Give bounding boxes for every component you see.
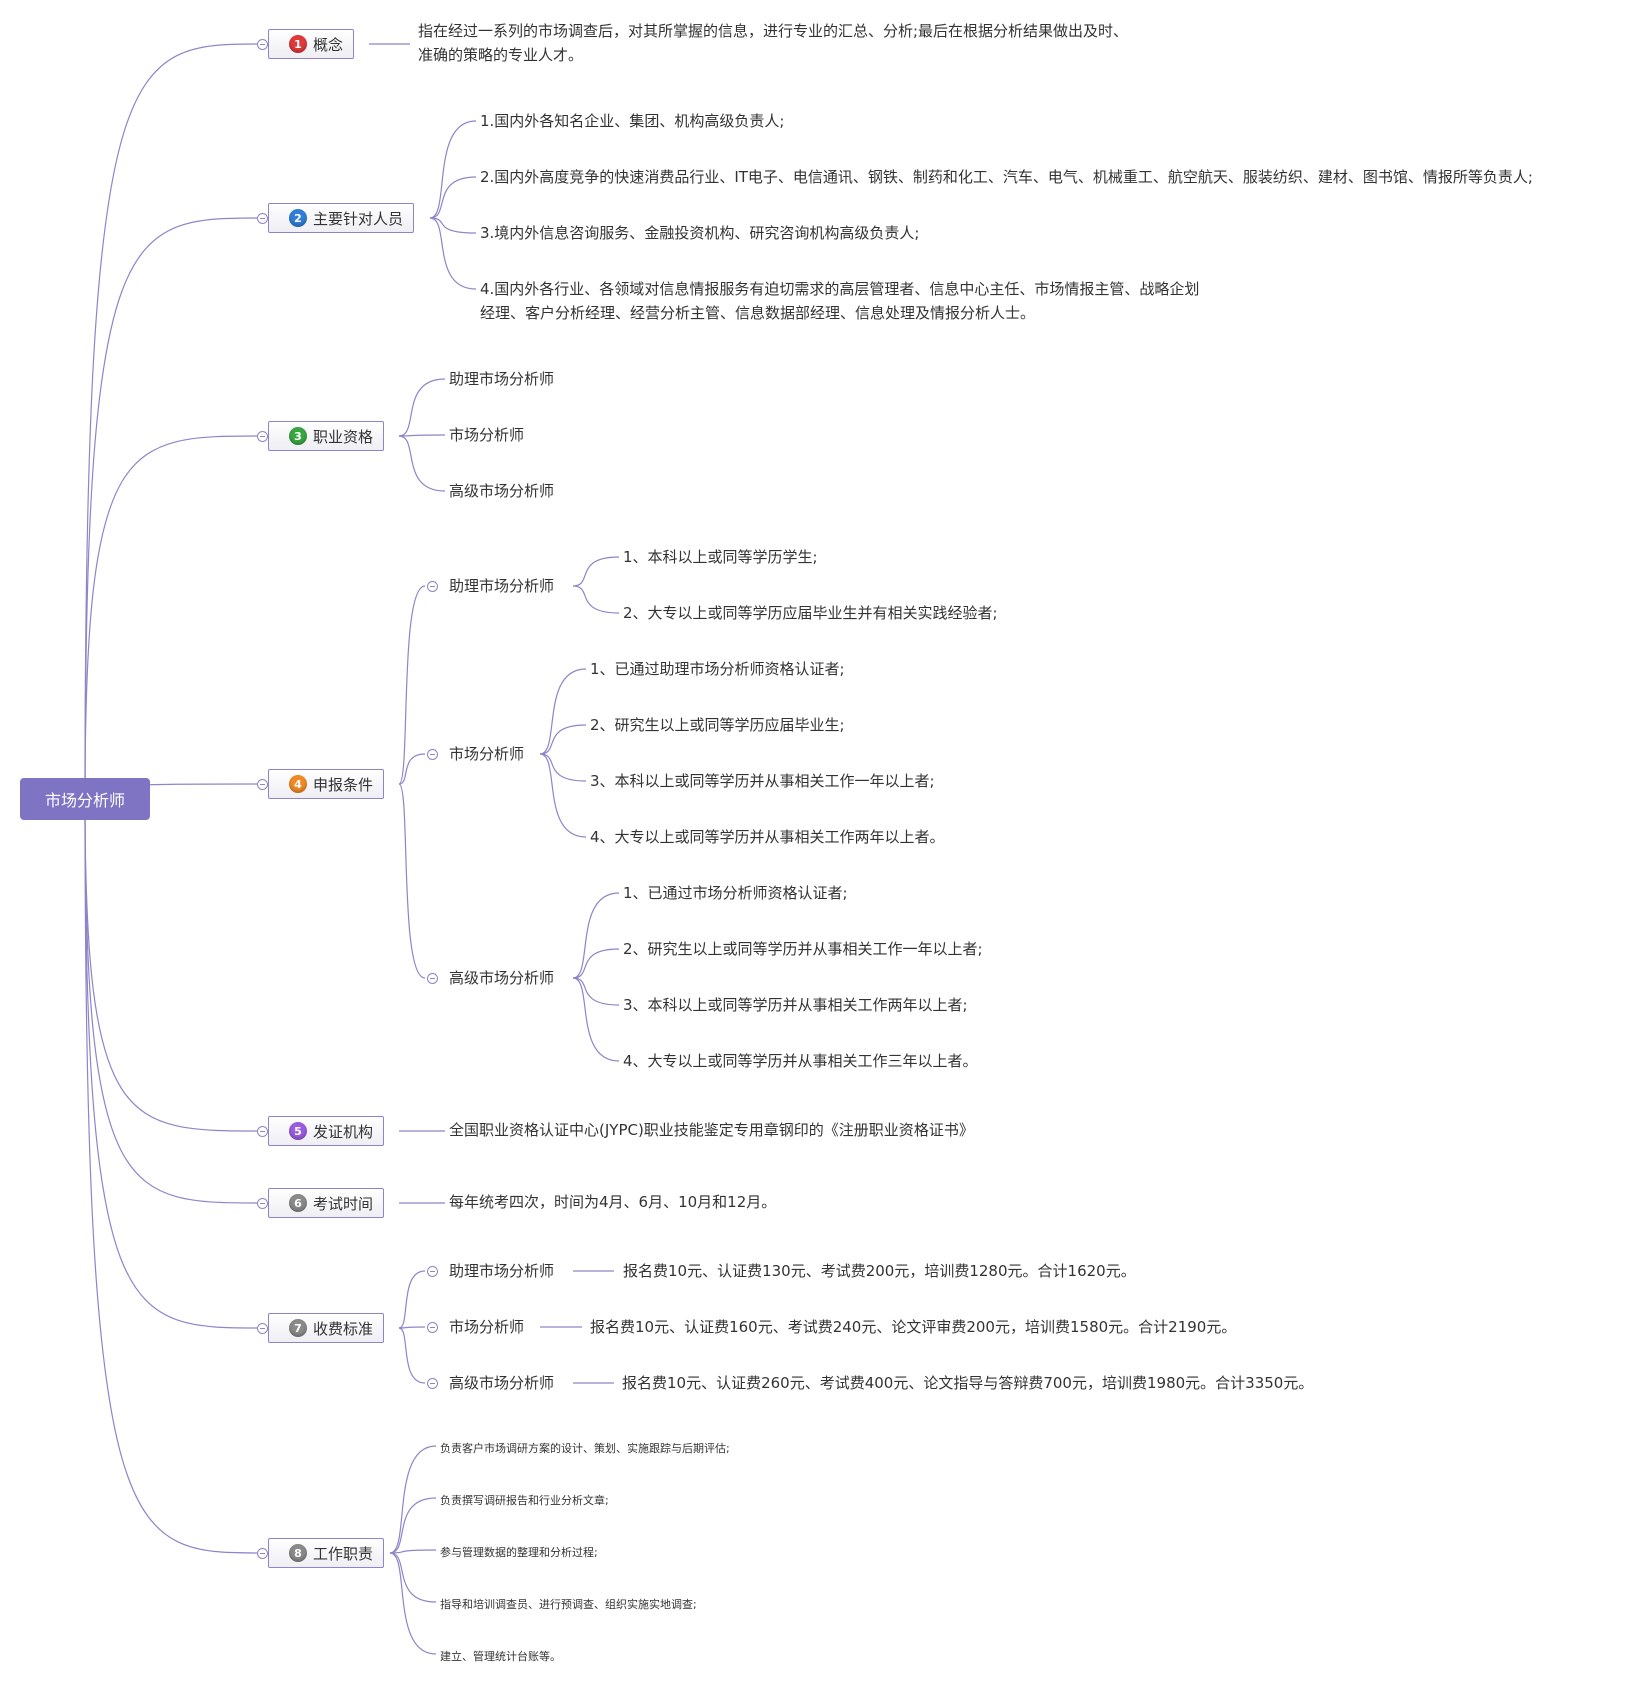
responsibility-item: 负责客户市场调研方案的设计、策划、实施跟踪与后期评估; <box>440 1442 730 1455</box>
requirement-item: 3、本科以上或同等学历并从事相关工作两年以上者; <box>623 996 968 1014</box>
topic-label: 申报条件 <box>313 775 374 794</box>
requirement-item: 3、本科以上或同等学历并从事相关工作一年以上者; <box>590 772 935 790</box>
collapse-toggle-icon[interactable] <box>427 1266 438 1277</box>
number-badge-icon: 3 <box>289 427 307 445</box>
collapse-toggle-icon[interactable] <box>257 1198 268 1209</box>
responsibility-item: 参与管理数据的整理和分析过程; <box>440 1546 598 1559</box>
audience-item: 1.国内外各知名企业、集团、机构高级负责人; <box>480 112 785 130</box>
collapse-toggle-icon[interactable] <box>427 749 438 760</box>
topic-label: 职业资格 <box>313 427 374 446</box>
root-node[interactable]: 市场分析师 <box>20 778 150 820</box>
responsibility-item: 指导和培训调查员、进行预调查、组织实施实地调查; <box>440 1598 697 1611</box>
exam-time-value: 每年统考四次，时间为4月、6月、10月和12月。 <box>449 1193 777 1211</box>
fee-group-label[interactable]: 市场分析师 <box>449 1318 525 1336</box>
collapse-toggle-icon[interactable] <box>427 581 438 592</box>
issuer-value: 全国职业资格认证中心(JYPC)职业技能鉴定专用章钢印的《注册职业资格证书》 <box>449 1121 974 1139</box>
audience-item: 4.国内外各行业、各领域对信息情报服务有迫切需求的高层管理者、信息中心主任、市场… <box>480 280 1200 298</box>
requirement-item: 2、研究生以上或同等学历并从事相关工作一年以上者; <box>623 940 983 958</box>
fee-value: 报名费10元、认证费160元、考试费240元、论文评审费200元，培训费1580… <box>590 1318 1237 1336</box>
topic-fees[interactable]: 7 收费标准 <box>268 1313 385 1343</box>
number-badge-icon: 2 <box>289 209 307 227</box>
fee-value: 报名费10元、认证费130元、考试费200元，培训费1280元。合计1620元。 <box>623 1262 1136 1280</box>
concept-description-line: 准确的策略的专业人才。 <box>418 46 584 64</box>
topic-qualifications[interactable]: 3 职业资格 <box>268 421 385 451</box>
audience-item: 2.国内外高度竞争的快速消费品行业、IT电子、电信通讯、钢铁、制药和化工、汽车、… <box>480 168 1533 186</box>
topic-issuer[interactable]: 5 发证机构 <box>268 1116 385 1146</box>
requirement-group-label[interactable]: 高级市场分析师 <box>449 969 555 987</box>
number-badge-icon: 7 <box>289 1319 307 1337</box>
topic-requirements[interactable]: 4 申报条件 <box>268 769 385 799</box>
requirement-item: 4、大专以上或同等学历并从事相关工作两年以上者。 <box>590 828 945 846</box>
requirement-item: 4、大专以上或同等学历并从事相关工作三年以上者。 <box>623 1052 978 1070</box>
concept-description-line: 指在经过一系列的市场调查后，对其所掌握的信息，进行专业的汇总、分析;最后在根据分… <box>418 22 1129 40</box>
fee-group-label[interactable]: 高级市场分析师 <box>449 1374 555 1392</box>
root-label: 市场分析师 <box>44 791 125 810</box>
responsibility-item: 建立、管理统计台账等。 <box>440 1650 561 1663</box>
requirement-item: 1、本科以上或同等学历学生; <box>623 548 818 566</box>
collapse-toggle-icon[interactable] <box>257 1548 268 1559</box>
collapse-toggle-icon[interactable] <box>257 779 268 790</box>
qualification-item: 高级市场分析师 <box>449 482 555 500</box>
audience-item: 经理、客户分析经理、经营分析主管、信息数据部经理、信息处理及情报分析人士。 <box>480 304 1036 322</box>
requirement-item: 2、研究生以上或同等学历应届毕业生; <box>590 716 845 734</box>
number-badge-icon: 4 <box>289 775 307 793</box>
qualification-item: 市场分析师 <box>449 426 525 444</box>
collapse-toggle-icon[interactable] <box>257 39 268 50</box>
topic-target-audience[interactable]: 2 主要针对人员 <box>268 203 415 233</box>
collapse-toggle-icon[interactable] <box>257 1323 268 1334</box>
topic-label: 收费标准 <box>313 1319 374 1338</box>
requirement-item: 1、已通过市场分析师资格认证者; <box>623 884 848 902</box>
number-badge-icon: 6 <box>289 1194 307 1212</box>
topic-label: 发证机构 <box>313 1122 374 1141</box>
qualification-item: 助理市场分析师 <box>449 370 555 388</box>
topic-label: 工作职责 <box>313 1544 374 1563</box>
fee-group-label[interactable]: 助理市场分析师 <box>449 1262 555 1280</box>
topic-concept[interactable]: 1 概念 <box>268 29 355 59</box>
number-badge-icon: 5 <box>289 1122 307 1140</box>
responsibility-item: 负责撰写调研报告和行业分析文章; <box>440 1494 609 1507</box>
collapse-toggle-icon[interactable] <box>257 213 268 224</box>
topic-label: 概念 <box>313 35 344 54</box>
collapse-toggle-icon[interactable] <box>427 973 438 984</box>
requirement-group-label[interactable]: 市场分析师 <box>449 745 525 763</box>
topic-responsibilities[interactable]: 8 工作职责 <box>268 1538 385 1568</box>
collapse-toggle-icon[interactable] <box>257 431 268 442</box>
topic-label: 主要针对人员 <box>313 209 404 228</box>
collapse-toggle-icon[interactable] <box>427 1322 438 1333</box>
requirement-item: 1、已通过助理市场分析师资格认证者; <box>590 660 845 678</box>
audience-item: 3.境内外信息咨询服务、金融投资机构、研究咨询机构高级负责人; <box>480 224 920 242</box>
fee-value: 报名费10元、认证费260元、考试费400元、论文指导与答辩费700元，培训费1… <box>622 1374 1314 1392</box>
requirement-group-label[interactable]: 助理市场分析师 <box>449 577 555 595</box>
number-badge-icon: 1 <box>289 35 307 53</box>
topic-label: 考试时间 <box>313 1194 374 1213</box>
requirement-item: 2、大专以上或同等学历应届毕业生并有相关实践经验者; <box>623 604 998 622</box>
number-badge-icon: 8 <box>289 1544 307 1562</box>
topic-exam-time[interactable]: 6 考试时间 <box>268 1188 385 1218</box>
collapse-toggle-icon[interactable] <box>427 1378 438 1389</box>
collapse-toggle-icon[interactable] <box>257 1126 268 1137</box>
